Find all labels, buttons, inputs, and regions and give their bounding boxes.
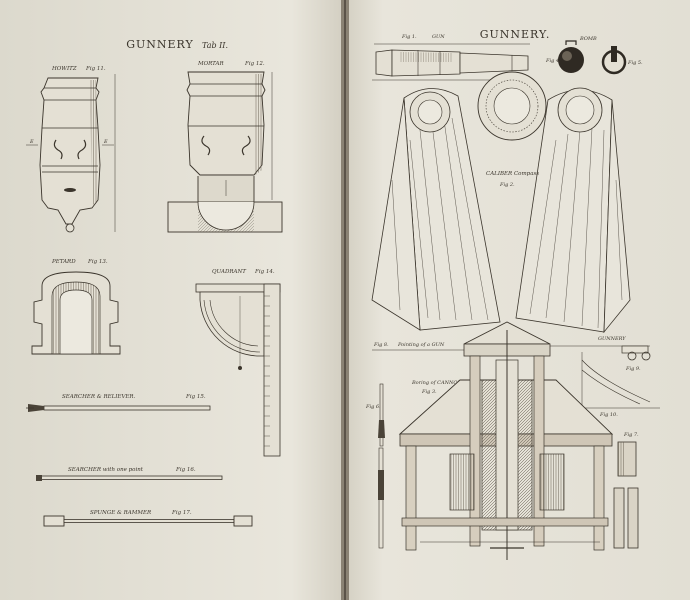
svg-text:E: E xyxy=(103,139,108,145)
gunnery-small-label: GUNNERY xyxy=(598,336,626,342)
caliber-compass-figure: CALIBER Compass Fig 2. xyxy=(371,71,631,334)
fig9-label: Fig 9. xyxy=(625,366,641,372)
trajectory-figure: Fig 10. xyxy=(572,352,660,418)
fig6-label: Fig 6. xyxy=(365,404,381,410)
searcher-reliever-label: SEARCHER & RELIEVER. xyxy=(62,394,136,400)
right-plate: GUNNERY. Fig 1. GUN BOMB Fig 4. Fig 5. xyxy=(349,0,690,600)
searcher-point-figure: SEARCHER with one point Fig 16. xyxy=(36,467,223,481)
fig6-figure: Fig 6. xyxy=(365,383,385,549)
mortar-figure: MORTAR Fig 12. xyxy=(167,61,283,233)
petard-fig-label: Fig 13. xyxy=(87,259,108,265)
spunge-rammer-label: SPUNGE & RAMMER xyxy=(90,510,151,516)
howitz-fig-label: Fig 11. xyxy=(85,66,106,72)
gun-label: GUN xyxy=(432,34,445,40)
caliber-compass-label: CALIBER Compass xyxy=(486,171,539,177)
searcher-reliever-figure: SEARCHER & RELIEVER. Fig 15. xyxy=(26,394,211,412)
right-plate-title: GUNNERY. xyxy=(480,28,551,41)
left-plate: GUNNERY Tab II. HOWITZ Fig 11. E E MORTA… xyxy=(0,0,343,600)
howitz-label: HOWITZ xyxy=(51,66,77,72)
quadrant-label: QUADRANT xyxy=(212,269,246,275)
petard-figure: PETARD Fig 13. xyxy=(31,259,121,355)
fig7-figure: Fig 7. xyxy=(613,432,639,549)
fig2-label: Fig 2. xyxy=(499,182,515,188)
quadrant-fig-label: Fig 14. xyxy=(254,269,275,275)
carriage-figure: GUNNERY Fig 9. xyxy=(550,336,651,372)
bomb-figure: BOMB Fig 4. Fig 5. xyxy=(545,36,643,75)
pointing-fig-label: Fig 8. xyxy=(373,342,389,348)
howitz-figure: HOWITZ Fig 11. E E xyxy=(26,66,116,233)
spunge-rammer-figure: SPUNGE & RAMMER Fig 17. xyxy=(43,510,253,527)
boring-machine-figure: Boring of CANNON Fig 3. xyxy=(398,321,614,560)
fig7-label: Fig 7. xyxy=(623,432,639,438)
left-plate-title: GUNNERY xyxy=(126,38,194,51)
searcher-reliever-fig-label: Fig 15. xyxy=(185,394,206,400)
fig5-label: Fig 5. xyxy=(627,60,643,66)
mortar-fig-label: Fig 12. xyxy=(244,61,265,67)
mortar-label: MORTAR xyxy=(197,61,224,67)
svg-text:E: E xyxy=(29,139,34,145)
spunge-rammer-fig-label: Fig 17. xyxy=(171,510,192,516)
fig10-label: Fig 10. xyxy=(599,412,618,418)
quadrant-figure: QUADRANT Fig 14. xyxy=(195,269,281,457)
fig4-label: Fig 4. xyxy=(545,58,561,64)
pointing-label: Pointing of a GUN xyxy=(397,342,445,348)
searcher-point-fig-label: Fig 16. xyxy=(175,467,196,473)
boring-label: Boring of CANNON xyxy=(411,380,462,386)
fig3-label: Fig 3. xyxy=(421,389,437,395)
gun-figure: Fig 1. GUN xyxy=(372,34,530,81)
left-plate-number: Tab II. xyxy=(202,41,228,50)
bomb-label: BOMB xyxy=(579,36,597,42)
pointing-figure: Fig 8. Pointing of a GUN xyxy=(372,342,466,351)
gun-fig-label: Fig 1. xyxy=(401,34,417,40)
petard-label: PETARD xyxy=(51,259,76,265)
searcher-point-label: SEARCHER with one point xyxy=(68,467,144,473)
